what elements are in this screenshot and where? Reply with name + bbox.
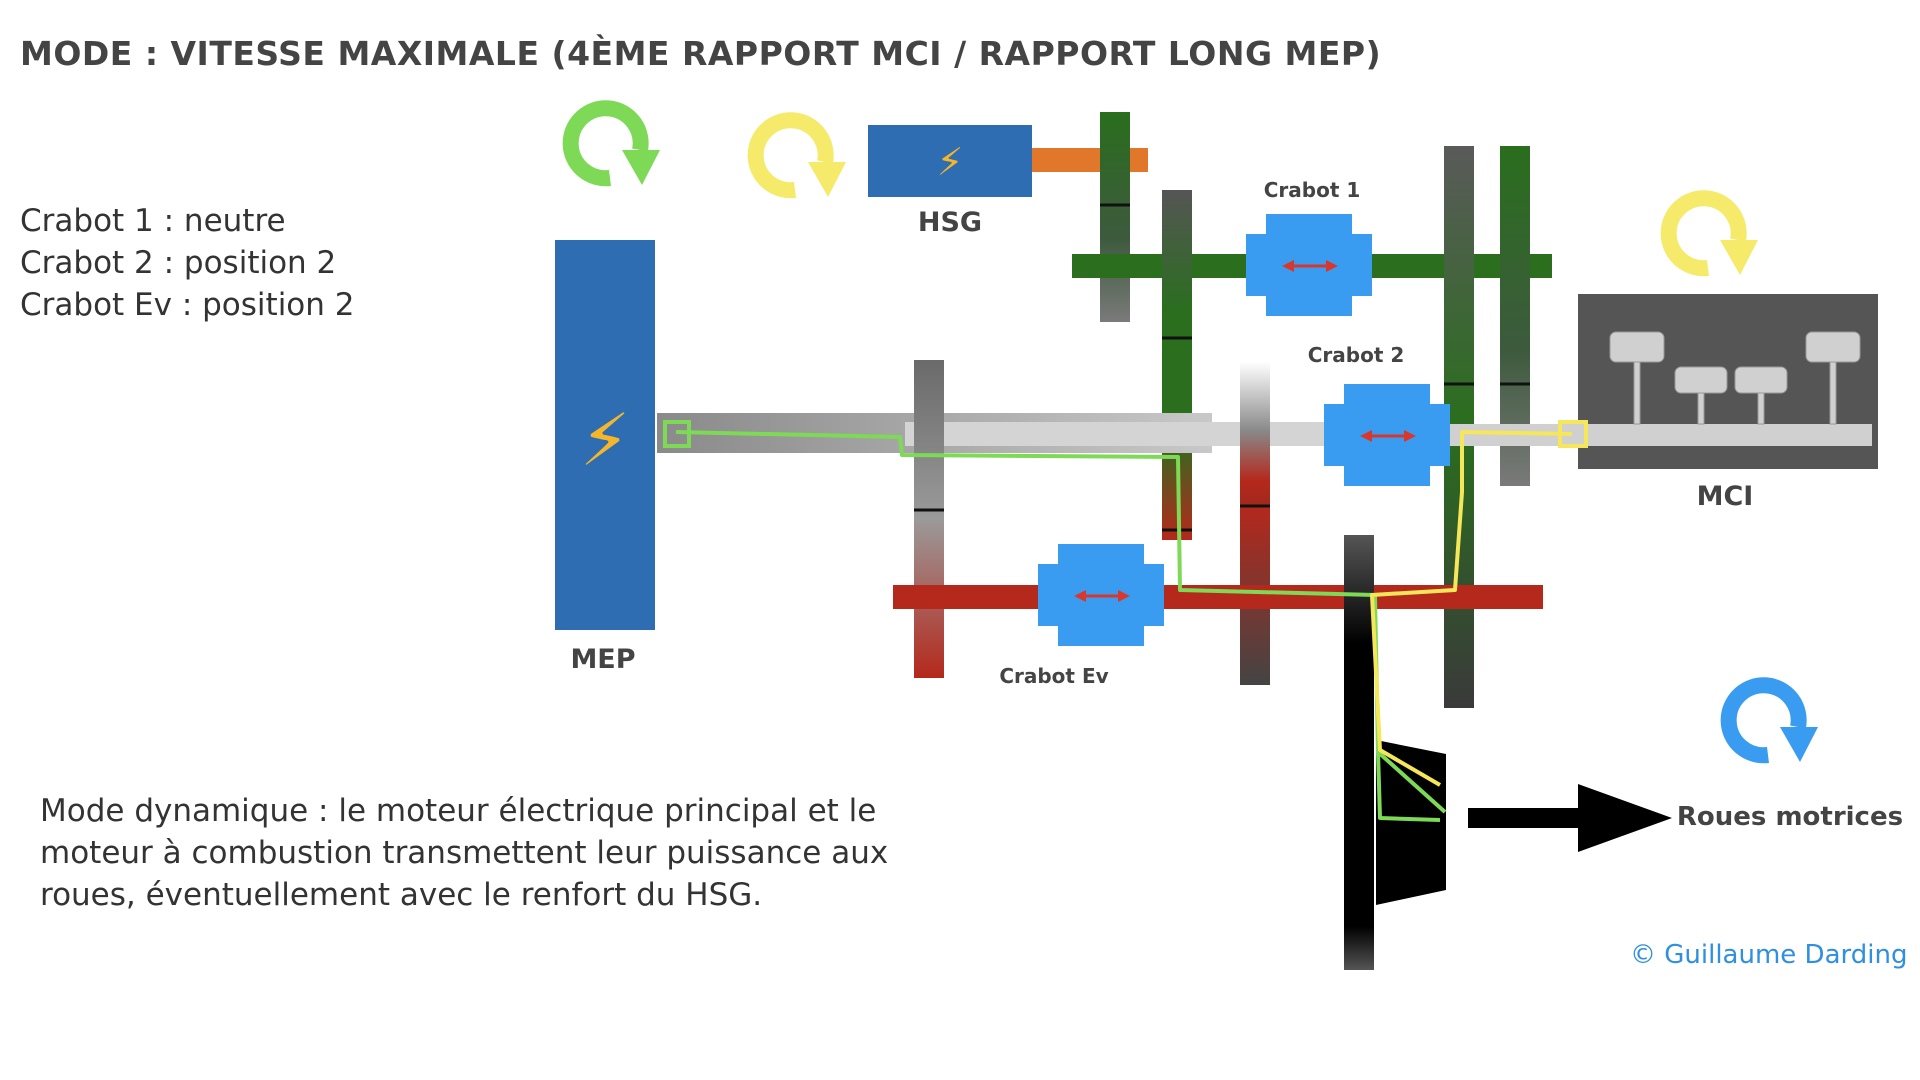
crabot1-setting: Crabot 1 : neutre (20, 203, 286, 239)
crabot-ev-setting: Crabot Ev : position 2 (20, 287, 355, 323)
mci-label: MCI (1697, 481, 1754, 512)
mep-power-path-return (1376, 751, 1441, 822)
mode-description: Mode dynamique : le moteur électrique pr… (40, 793, 889, 913)
mci-yellow-rotation-arrow-icon (1660, 190, 1758, 277)
hsg-symbol-lightning-bolt-icon: ⚡ (937, 140, 964, 184)
mep-label: MEP (570, 644, 635, 675)
hsg-link-shaft (1030, 148, 1148, 172)
hsg-motor (868, 125, 1032, 197)
mci-path-start-marker (1558, 420, 1588, 448)
mep-shaft-light (905, 422, 1385, 446)
crabot-ev-label: Crabot Ev (999, 664, 1108, 688)
crabot1-label: Crabot 1 (1264, 178, 1361, 202)
mci-crankshaft (1450, 424, 1872, 446)
mep-gear-1 (914, 360, 944, 678)
crabot-settings: Crabot 1 : neutre Crabot 2 : position 2 … (20, 200, 355, 326)
wheels-label: Roues motrices (1677, 802, 1903, 832)
wheels-blue-rotation-arrow-icon (1720, 677, 1818, 764)
mep-path-start-marker (663, 420, 691, 448)
crabot1-arrowhead-right (1326, 260, 1338, 272)
crabot2-label: Crabot 2 (1308, 343, 1405, 367)
mci-power-path (1370, 430, 1573, 787)
hsg-label: HSG (918, 207, 982, 238)
hsg-yellow-rotation-arrow-icon (747, 112, 846, 199)
mep-green-rotation-arrow-icon (562, 100, 660, 187)
crabot1-arrowhead-left (1282, 260, 1294, 272)
crabot-ev-arrowhead-left (1074, 590, 1086, 602)
crabot-ev-arrowhead-right (1118, 590, 1130, 602)
mep-symbol-lightning-bolt-icon: ⚡ (580, 398, 631, 482)
page-title: MODE : VITESSE MAXIMALE (4ÈME RAPPORT MC… (20, 34, 1382, 73)
crabot2-setting: Crabot 2 : position 2 (20, 245, 337, 281)
crabot2-arrowhead-left (1360, 430, 1372, 442)
output-gear (1344, 535, 1374, 970)
output-arrow (1468, 784, 1672, 852)
crabot2-arrowhead-right (1404, 430, 1416, 442)
hsg-gear (1100, 112, 1130, 322)
differential (1376, 740, 1446, 905)
mep-motor (555, 240, 655, 630)
copyright-notice: © Guillaume Darding (1630, 940, 1908, 970)
mci-pistons (1609, 331, 1861, 425)
